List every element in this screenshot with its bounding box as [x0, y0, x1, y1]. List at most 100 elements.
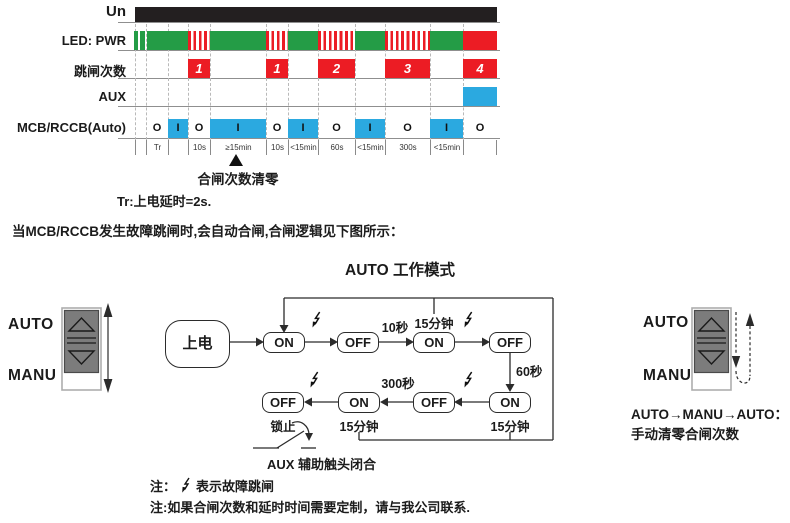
- mcb-state-open: O: [194, 122, 204, 134]
- time-scale-cell: <15min: [355, 140, 385, 155]
- mcb-state-open: O: [475, 122, 485, 134]
- delay-label-60s: 60秒: [516, 365, 543, 379]
- row-label-led-pwr: LED: PWR: [61, 33, 126, 48]
- delay-label-15min-top: 15分钟: [414, 317, 454, 331]
- mcb-state-closed: I: [210, 119, 266, 138]
- fault-trip-bolt-icon: [309, 371, 319, 389]
- segment-boundary-line: [266, 24, 267, 140]
- note-customization: 注:如果合闸次数和延时时间需要定制，请与我公司联系.: [150, 500, 470, 515]
- right-switch-manu-label: MANU: [643, 367, 692, 384]
- mcb-state-closed: I: [168, 119, 188, 138]
- mcb-state-open: O: [152, 122, 162, 134]
- time-scale-cell: [463, 140, 497, 155]
- right-switch-auto-label: AUTO: [643, 314, 689, 331]
- time-scale-cell: 10s: [188, 140, 210, 155]
- mcb-state-open: O: [272, 122, 282, 134]
- mcb-state-closed: I: [288, 119, 318, 138]
- lockout-label: 锁止: [270, 420, 296, 434]
- led-pwr-segment-green: [210, 31, 266, 50]
- note1-prefix: 注：: [150, 479, 177, 494]
- flow-node-on-3: ON: [338, 392, 380, 413]
- manual-reset-caption-line2: 手动清零合闸次数: [631, 427, 739, 442]
- segment-boundary-line: [355, 24, 356, 140]
- row-baseline: [118, 106, 500, 107]
- led-pwr-segment-green: [355, 31, 385, 50]
- trip-count-box: 4: [463, 59, 497, 78]
- flow-node-on-2: ON: [413, 332, 455, 353]
- fault-trip-bolt-icon: [463, 311, 473, 329]
- left-switch-auto-label: AUTO: [8, 316, 54, 333]
- row-baseline: [118, 22, 500, 23]
- flow-node-power-on: 上电: [165, 320, 230, 368]
- trip-count-box: 3: [385, 59, 430, 78]
- manual-reset-caption-line1: AUTO→MANU→AUTO：: [631, 407, 788, 422]
- time-scale-cell: 10s: [266, 140, 288, 155]
- segment-boundary-line: [168, 24, 169, 140]
- delay-label-300s: 300秒: [381, 377, 415, 391]
- row-label-trip-count: 跳闸次数: [73, 64, 126, 79]
- led-pwr-segment-green: [134, 31, 138, 50]
- segment-boundary-line: [430, 24, 431, 140]
- time-scale-cell: Tr: [146, 140, 168, 155]
- led-pwr-segment-flash: [188, 31, 210, 50]
- tr-delay-note: Tr:上电延时=2s.: [117, 194, 212, 209]
- flow-node-off-3: OFF: [413, 392, 455, 413]
- segment-boundary-line: [210, 24, 211, 140]
- segment-boundary-line: [318, 24, 319, 140]
- fault-trip-bolt-icon: [463, 371, 473, 389]
- un-voltage-bar: [135, 7, 497, 22]
- flow-node-on-4: ON: [489, 392, 531, 413]
- row-label-aux: AUX: [98, 89, 126, 104]
- reset-annotation: 合闸次数清零: [197, 172, 279, 187]
- row-label-un: Un: [106, 3, 126, 20]
- segment-boundary-line: [146, 24, 147, 140]
- mcb-state-open: O: [403, 122, 412, 134]
- segment-boundary-line: [463, 24, 464, 140]
- time-scale-cell: 300s: [385, 140, 430, 155]
- led-pwr-segment-flash: [318, 31, 355, 50]
- mcb-state-open: O: [332, 122, 341, 134]
- trip-count-box: 1: [188, 59, 210, 78]
- time-scale-cell: ≥15min: [210, 140, 266, 155]
- delay-label-15min-b2: 15分钟: [490, 420, 530, 434]
- time-scale-cell: <15min: [430, 140, 463, 155]
- delay-label-15min-b1: 15分钟: [339, 420, 379, 434]
- trip-count-box: 1: [266, 59, 288, 78]
- row-baseline: [118, 50, 500, 51]
- led-pwr-segment-green: [140, 31, 145, 50]
- intro-text: 当MCB/RCCB发生故障跳闸时,会自动合闸,合闸逻辑见下图所示：: [12, 224, 404, 239]
- segment-boundary-line: [188, 24, 189, 140]
- flow-node-on-1: ON: [263, 332, 305, 353]
- mcb-state-closed: I: [355, 119, 385, 138]
- led-pwr-segment-red: [463, 31, 497, 50]
- mcb-state-closed: I: [430, 119, 463, 138]
- segment-boundary-line: [288, 24, 289, 140]
- led-pwr-segment-green: [288, 31, 318, 50]
- fault-trip-bolt-icon: [311, 311, 321, 329]
- row-baseline: [118, 78, 500, 79]
- time-scale-cell: <15min: [288, 140, 318, 155]
- slider-toggle-dashed-arrows: [731, 312, 755, 384]
- auto-manu-slider-switch: [61, 307, 102, 391]
- row-baseline: [118, 138, 500, 139]
- trip-count-box: 2: [318, 59, 355, 78]
- note-fault-trip: 注： 表示故障跳闸: [150, 476, 274, 495]
- flow-node-off-1: OFF: [337, 332, 379, 353]
- reset-up-arrow-icon: [229, 154, 243, 166]
- flow-chart-title: AUTO 工作模式: [345, 262, 455, 279]
- led-pwr-segment-flash: [385, 31, 430, 50]
- led-pwr-segment-flash: [266, 31, 288, 50]
- led-pwr-segment-green: [147, 31, 188, 50]
- fault-trip-bolt-icon: [182, 477, 190, 493]
- left-switch-manu-label: MANU: [8, 367, 57, 384]
- slider-travel-arrow: [103, 303, 113, 393]
- flow-node-off-2: OFF: [489, 332, 531, 353]
- time-scale-cell: 60s: [318, 140, 355, 155]
- row-label-mcb-rccb: MCB/RCCB(Auto): [16, 120, 126, 135]
- delay-label-10s: 10秒: [381, 321, 409, 335]
- auto-manu-slider-switch: [691, 307, 732, 391]
- led-pwr-segment-green: [430, 31, 463, 50]
- aux-active-box: [463, 87, 497, 106]
